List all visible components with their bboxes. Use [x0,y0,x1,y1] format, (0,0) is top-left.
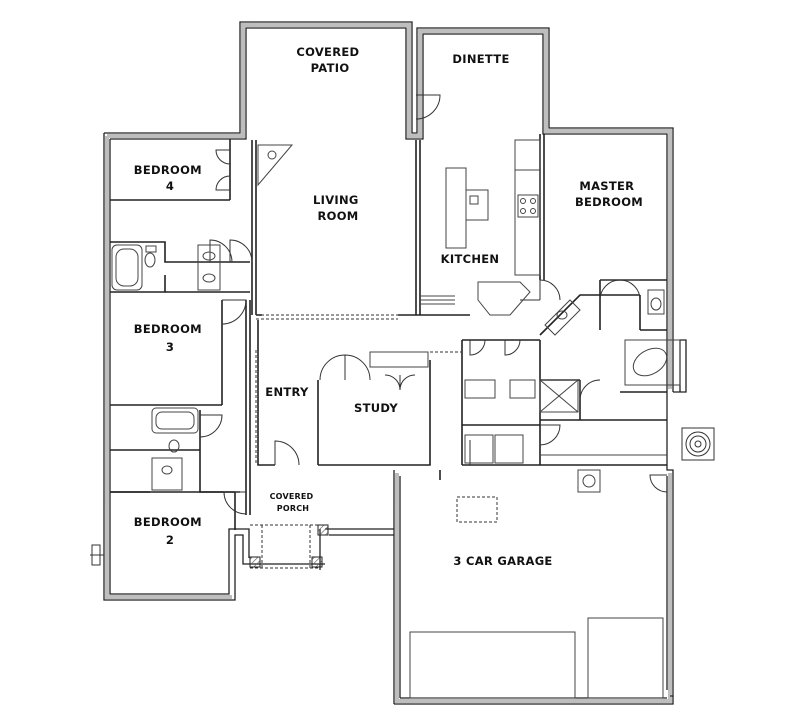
label-bedroom-2: BEDROOM 2 [134,515,206,547]
door-swings [199,94,668,515]
label-bedroom-3-line2: 3 [166,340,174,354]
label-covered-porch-line2: PORCH [277,504,309,513]
ac-unit-icon [681,427,715,461]
label-covered-patio: COVERED PATIO [296,45,363,75]
meter-icon [90,544,104,566]
label-bedroom-4: BEDROOM 4 [134,163,206,193]
label-covered-patio-line2: PATIO [311,61,350,75]
label-bedroom-4-line1: BEDROOM [134,163,202,177]
label-kitchen-line1: KITCHEN [441,252,500,266]
label-bedroom-2-line1: BEDROOM [134,515,202,529]
label-covered-porch-line1: COVERED [270,492,314,501]
label-study: STUDY [354,401,398,415]
porch-column [317,524,329,536]
exterior-wall-fill [105,23,672,703]
openings [250,314,498,569]
label-master-bedroom: MASTER BEDROOM [575,179,643,209]
label-bedroom-4-line2: 4 [166,179,174,193]
label-bedroom-2-line2: 2 [166,533,174,547]
label-covered-patio-line1: COVERED [296,45,359,59]
label-living-room-line2: ROOM [317,209,358,223]
label-master-bedroom-line2: BEDROOM [575,195,643,209]
label-dinette: DINETTE [452,52,509,66]
label-living-room: LIVING ROOM [313,193,363,223]
label-garage-line1: 3 CAR GARAGE [453,554,552,568]
label-dinette-line1: DINETTE [452,52,509,66]
exterior-walls [103,21,687,705]
label-bedroom-3-line1: BEDROOM [134,322,202,336]
label-entry-line1: ENTRY [265,385,309,399]
label-entry: ENTRY [265,385,309,399]
label-master-bedroom-line1: MASTER [579,179,634,193]
label-study-line1: STUDY [354,401,398,415]
porch-column [249,556,261,568]
label-covered-porch: COVERED PORCH [270,492,317,513]
label-living-room-line1: LIVING [313,193,359,207]
fixtures [111,139,681,699]
porch-column [311,556,323,568]
label-garage: 3 CAR GARAGE [453,554,552,568]
label-kitchen: KITCHEN [441,252,500,266]
label-bedroom-3: BEDROOM 3 [134,322,206,354]
